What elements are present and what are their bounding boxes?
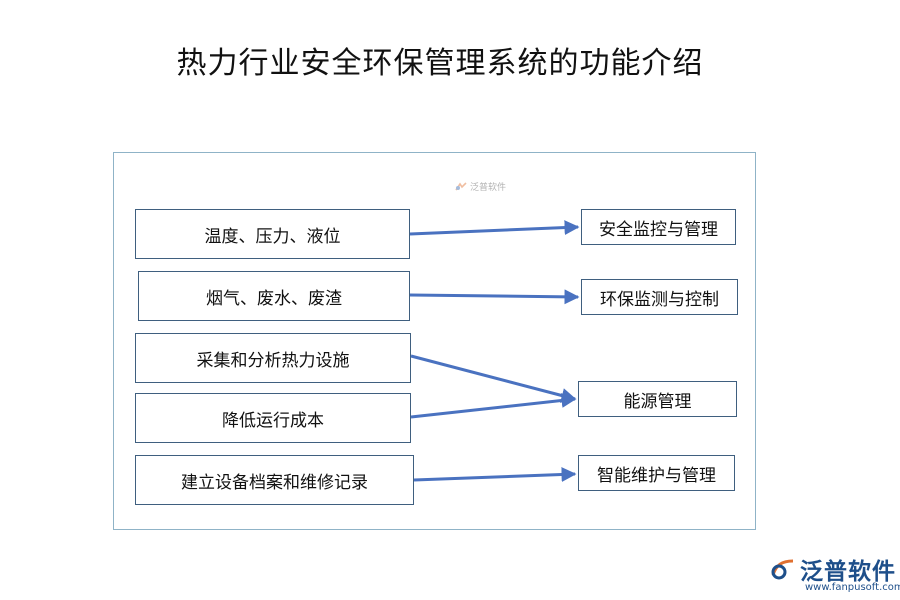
arrow-records-to-maintenance xyxy=(413,467,577,482)
arrow-cost-reduction-to-energy xyxy=(410,393,577,419)
arrow-data-collection-to-energy xyxy=(410,354,577,403)
output-box-energy: 能源管理 xyxy=(578,381,737,417)
arrow-emissions-to-environment xyxy=(409,289,580,305)
brand-logo: 泛普软件 xyxy=(770,552,896,586)
input-box-equipment-records: 建立设备档案和维修记录 xyxy=(135,455,414,505)
output-box-environment: 环保监测与控制 xyxy=(581,279,738,315)
input-box-emissions: 烟气、废水、废渣 xyxy=(138,271,410,321)
input-box-temperature: 温度、压力、液位 xyxy=(135,209,410,259)
watermark: 泛普软件 xyxy=(455,180,506,193)
input-box-data-collection: 采集和分析热力设施 xyxy=(135,333,411,383)
brand-name: 泛普软件 xyxy=(800,559,896,585)
input-box-cost-reduction: 降低运行成本 xyxy=(135,393,411,443)
arrow-temperature-to-safety xyxy=(409,220,580,236)
watermark-logo-icon xyxy=(455,181,467,190)
brand-url: www.fanpusoft.com xyxy=(805,582,900,593)
page-title: 热力行业安全环保管理系统的功能介绍 xyxy=(176,46,704,81)
output-box-safety: 安全监控与管理 xyxy=(581,209,736,245)
watermark-text: 泛普软件 xyxy=(470,183,507,193)
brand-logo-icon xyxy=(771,559,794,580)
output-box-maintenance: 智能维护与管理 xyxy=(578,455,735,491)
